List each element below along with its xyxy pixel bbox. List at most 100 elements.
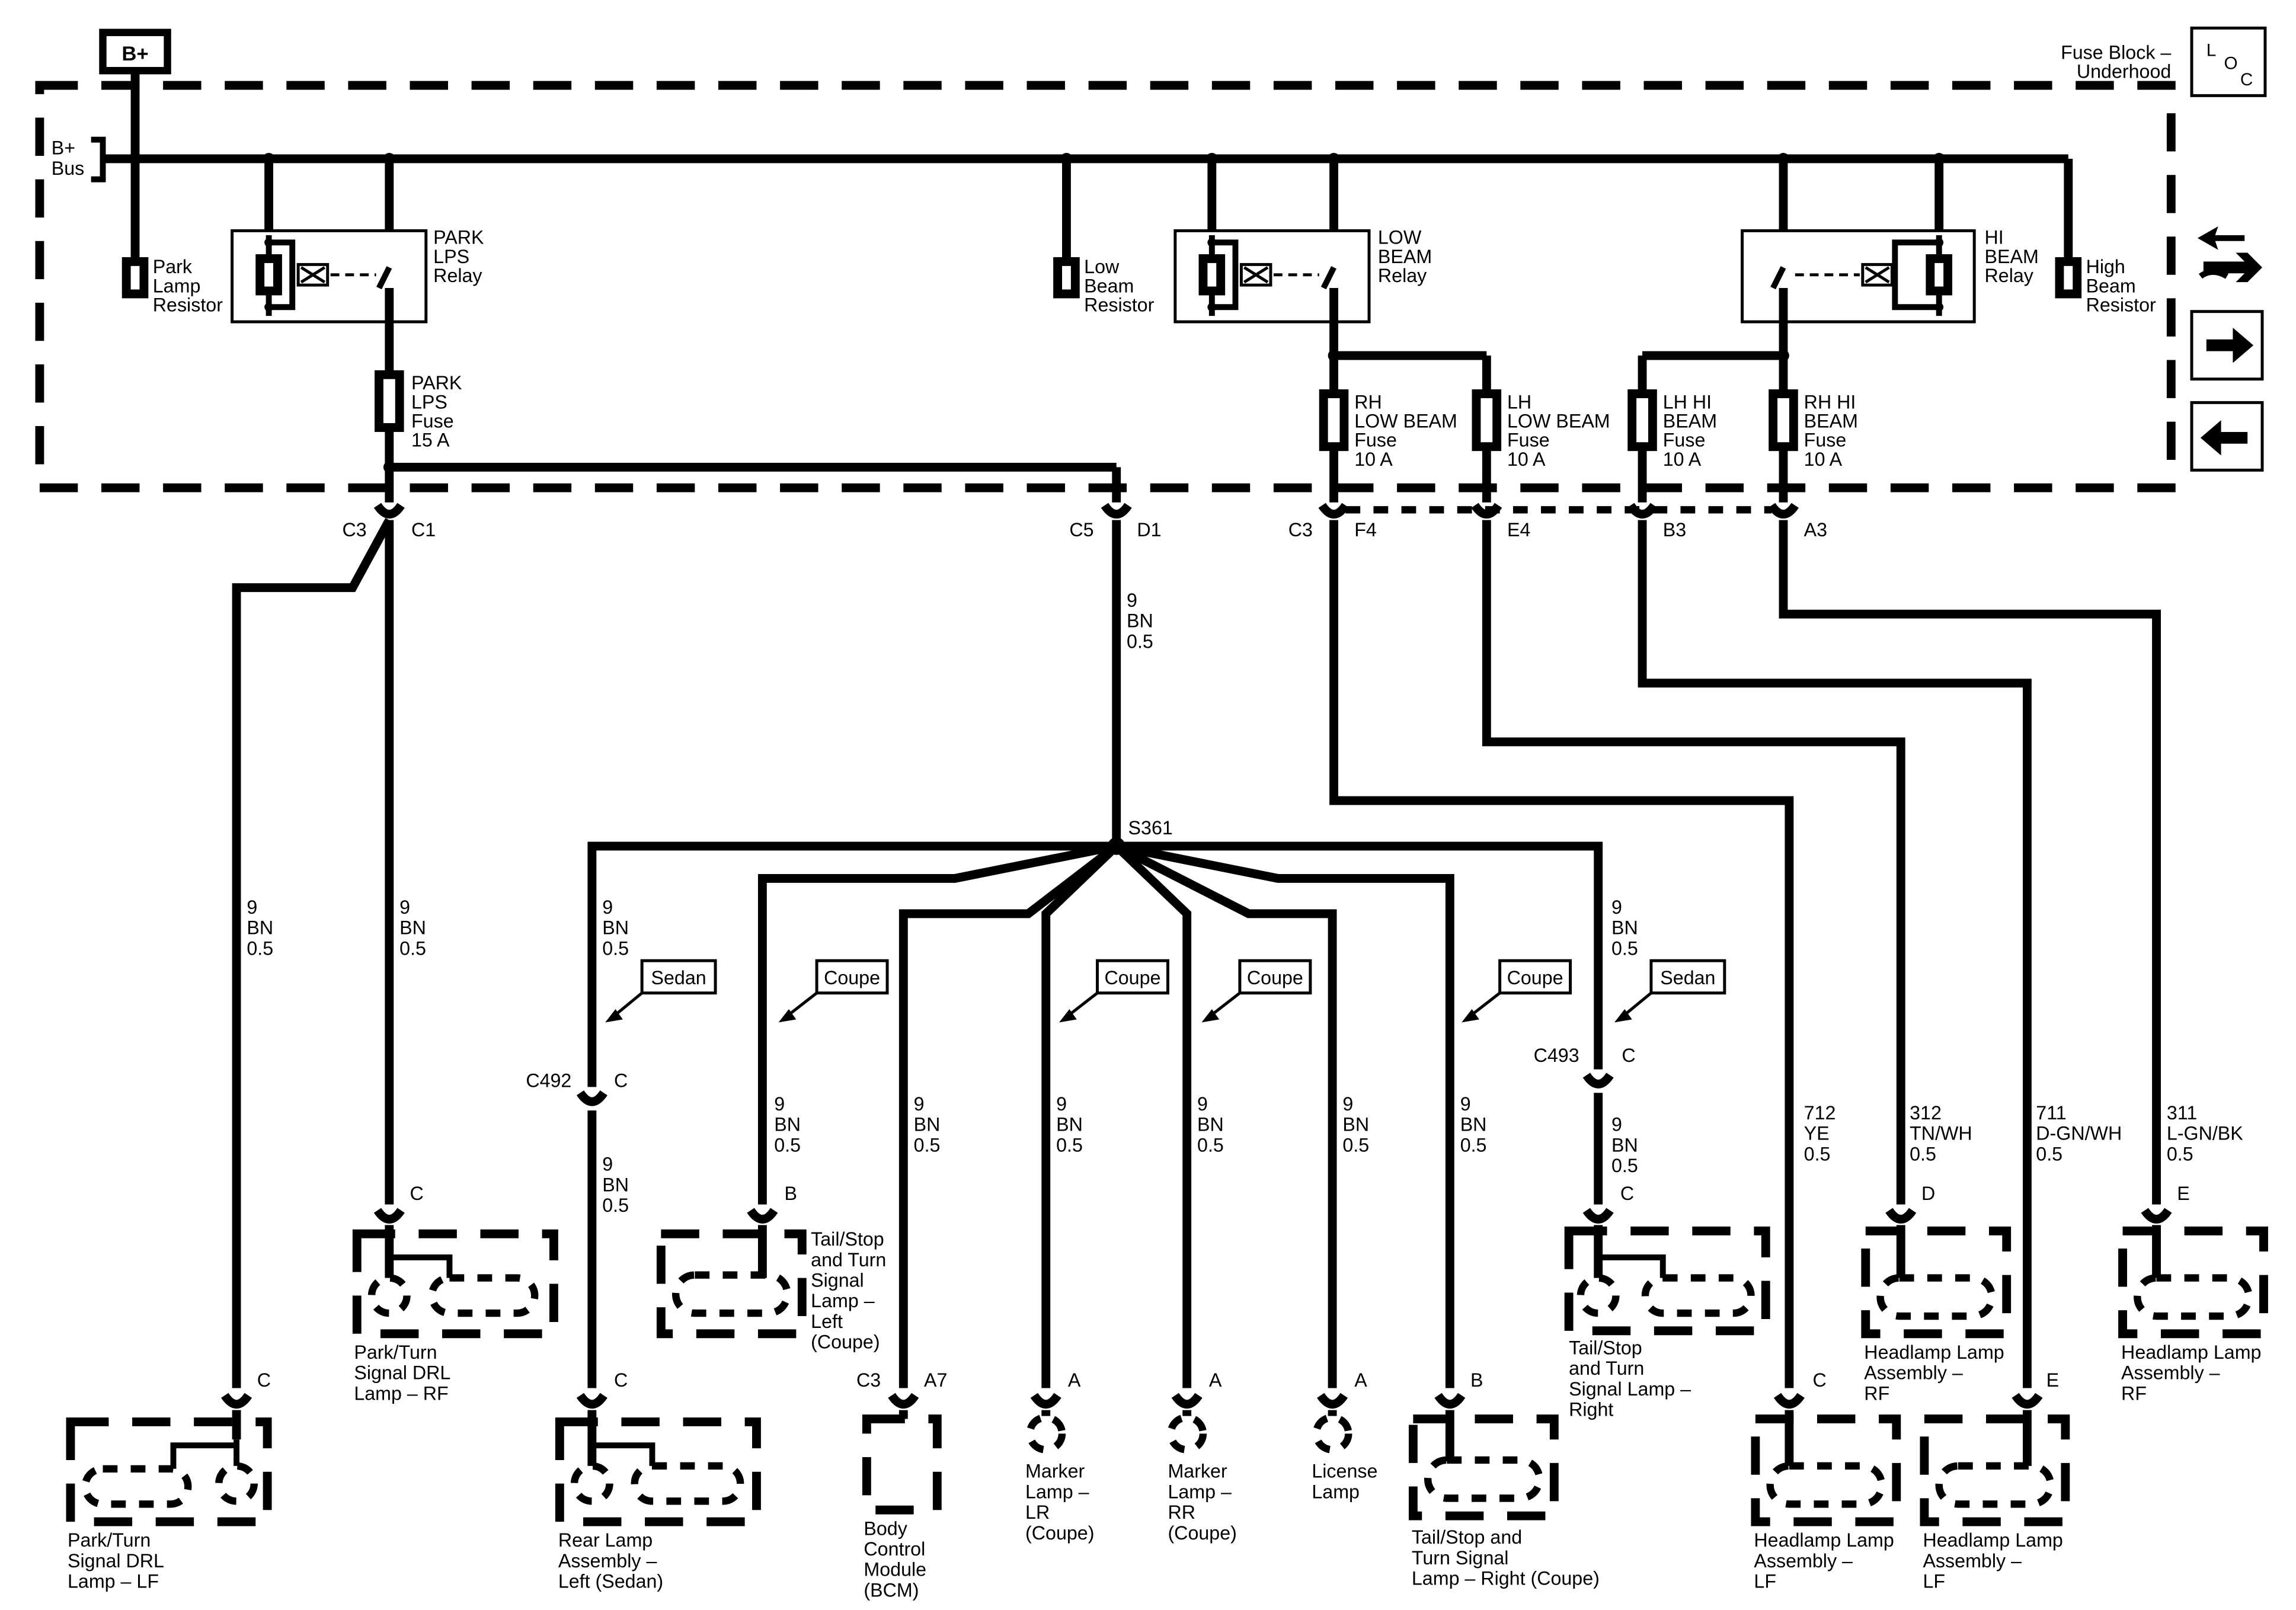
diagram-label: 9 xyxy=(1460,1093,1471,1115)
location-icon[interactable]: L O C xyxy=(2190,26,2267,97)
diagram-label: 9 xyxy=(602,897,613,918)
diagram-label: Coupe xyxy=(1247,967,1303,988)
diagram-label: License xyxy=(1312,1461,1377,1482)
option-tag-sedan-right: Sedan xyxy=(1614,959,1726,1023)
diagram-label: Left (Sedan) xyxy=(558,1571,663,1592)
diagram-label: and Turn xyxy=(1569,1358,1644,1379)
diagram-label: C493 xyxy=(1534,1045,1579,1066)
diagram-label: RF xyxy=(1864,1382,1889,1404)
fuse-block-connectors xyxy=(373,502,1799,519)
connector-c493 xyxy=(1582,1073,1614,1205)
marker-lamp-rr xyxy=(1167,1393,1207,1454)
diagram-label: LOW xyxy=(1378,227,1422,248)
diagram-label: Beam xyxy=(1084,275,1134,296)
diagram-label: Signal Lamp – xyxy=(1569,1378,1691,1400)
diagram-label: RH HI xyxy=(1804,391,1856,412)
diagram-label: C xyxy=(1622,1045,1635,1066)
diagram-label: Fuse xyxy=(1804,430,1847,451)
headlamp-assembly-rf-d xyxy=(1861,1208,2012,1339)
tail-stop-lamp-right xyxy=(1564,1208,1770,1336)
rh-low-beam-fuse xyxy=(1319,389,1349,502)
diagram-label: 0.5 xyxy=(1611,937,1638,959)
diagram-label: BEAM xyxy=(1804,411,1858,432)
wire-park-lf xyxy=(232,518,394,1388)
diagram-label: 0.5 xyxy=(247,937,273,959)
diagram-label: Lamp xyxy=(1312,1481,1360,1502)
diagram-label: 0.5 xyxy=(1197,1134,1224,1156)
diagram-label: C3 xyxy=(1288,519,1313,540)
diagram-label: BN xyxy=(1127,610,1153,632)
diagram-label: C xyxy=(1620,1183,1634,1204)
diagram-label: Fuse xyxy=(1663,430,1706,451)
diagram-label: Tail/Stop and xyxy=(1412,1526,1522,1548)
headlamp-assembly-lf-e xyxy=(1920,1393,2070,1526)
diagram-label: Left xyxy=(811,1311,843,1332)
diagram-label: LPS xyxy=(411,391,447,412)
option-tag-coupe-2: Coupe xyxy=(1059,959,1169,1023)
fuse-block-outline xyxy=(35,81,2176,492)
park-lps-relay xyxy=(231,153,428,375)
body-control-module xyxy=(862,1393,942,1515)
diagram-label: Sedan xyxy=(651,967,706,988)
low-beam-relay xyxy=(1173,153,1371,394)
diagram-label: 0.5 xyxy=(602,1195,629,1216)
diagram-label: C3 xyxy=(343,519,367,540)
diagram-label: Assembly – xyxy=(558,1550,657,1571)
arrow-left-icon[interactable] xyxy=(2190,401,2264,472)
diagram-label: Lamp – LF xyxy=(68,1571,159,1592)
diagram-label: 15 A xyxy=(411,430,450,451)
diagram-label: F4 xyxy=(1354,519,1377,540)
diagram-label: 0.5 xyxy=(1056,1134,1083,1156)
diagram-label: A3 xyxy=(1804,519,1827,540)
diagram-label: C xyxy=(2240,70,2253,89)
diagram-label: Assembly – xyxy=(2121,1362,2220,1384)
diagram-label: BN xyxy=(399,917,426,939)
diagram-label: A xyxy=(1354,1369,1367,1391)
diagram-label: BEAM xyxy=(1985,246,2039,267)
diagram-label: C xyxy=(1813,1369,1827,1391)
diagram-label: B xyxy=(785,1183,798,1204)
diagram-label: Assembly – xyxy=(1754,1550,1853,1571)
diagram-label: LPS xyxy=(433,246,469,267)
diagram-label: D xyxy=(1921,1183,1935,1204)
diagram-label: Marker xyxy=(1025,1461,1085,1482)
diagram-label: 0.5 xyxy=(2036,1143,2062,1164)
schematic-nav-icon[interactable] xyxy=(2197,226,2262,283)
diagram-label: 0.5 xyxy=(1804,1143,1831,1164)
license-lamp xyxy=(1312,1393,1352,1454)
diagram-label: LH HI xyxy=(1663,391,1712,412)
diagram-label: 9 xyxy=(602,1154,613,1175)
fuse-block-label: Fuse Block – xyxy=(2061,41,2171,63)
diagram-label: LOW BEAM xyxy=(1507,411,1610,432)
diagram-label: BN xyxy=(1460,1114,1487,1135)
diagram-label: Resistor xyxy=(2086,295,2156,316)
bus-label-2: Bus xyxy=(52,158,85,179)
diagram-label: HI xyxy=(1985,227,2004,248)
diagram-label: PARK xyxy=(433,227,484,248)
diagram-label: Park xyxy=(153,256,193,277)
diagram-label: RH xyxy=(1354,391,1382,412)
diagram-label: 9 xyxy=(247,897,257,918)
diagram-label: BN xyxy=(1611,1134,1638,1156)
diagram-label: 9 xyxy=(1611,1114,1622,1135)
diagram-label: BEAM xyxy=(1378,246,1432,267)
tail-stop-lamp-left xyxy=(656,1208,807,1339)
diagram-label: S361 xyxy=(1128,817,1173,838)
diagram-label: 9 xyxy=(1611,897,1622,918)
diagram-label: E4 xyxy=(1507,519,1530,540)
diagram-label: LOW BEAM xyxy=(1354,411,1457,432)
diagram-label: 10 A xyxy=(1804,449,1843,470)
diagram-label: BN xyxy=(1056,1114,1083,1135)
arrow-right-icon[interactable] xyxy=(2190,310,2264,381)
diagram-label: E xyxy=(2177,1183,2189,1204)
diagram-label: 0.5 xyxy=(1460,1134,1487,1156)
diagram-label: LR xyxy=(1025,1502,1050,1523)
diagram-label: 0.5 xyxy=(1611,1155,1638,1176)
diagram-label: 10 A xyxy=(1354,449,1393,470)
diagram-label: and Turn xyxy=(811,1249,886,1270)
diagram-label: Marker xyxy=(1168,1461,1227,1482)
diagram-label: C1 xyxy=(411,519,436,540)
diagram-label: C xyxy=(614,1369,628,1391)
diagram-label: 10 A xyxy=(1507,449,1546,470)
